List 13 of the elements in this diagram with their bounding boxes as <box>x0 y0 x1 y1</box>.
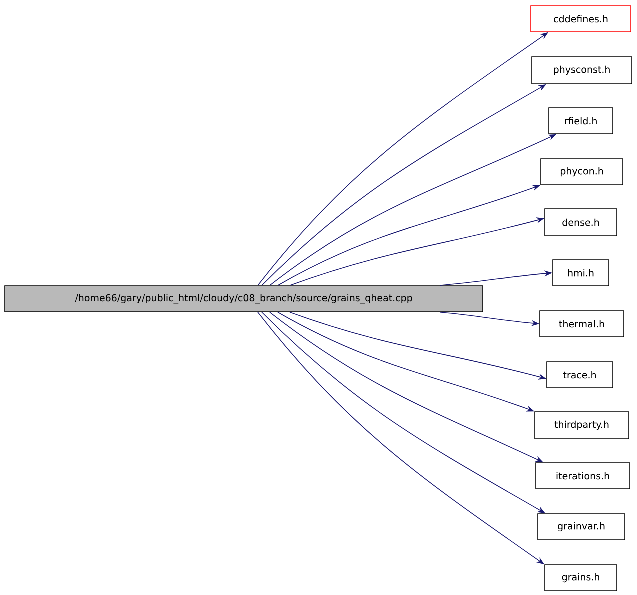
source-file-box: /home66/gary/public_html/cloudy/c08_branch/source/grains_qheat.cpp <box>4 286 484 312</box>
file-box: grainvar.h <box>538 514 626 540</box>
file-box: cddefines.h <box>530 6 632 32</box>
file-box: dense.h <box>544 208 618 236</box>
file-box: physconst.h <box>532 56 632 84</box>
file-box: trace.h <box>546 362 614 388</box>
file-box: phycon.h <box>540 158 624 186</box>
file-box: rfield.h <box>548 108 614 134</box>
file-box: thermal.h <box>540 310 624 338</box>
file-box: hmi.h <box>552 260 610 286</box>
file-box: grains.h <box>544 564 618 592</box>
file-box: thirdparty.h <box>534 412 630 440</box>
file-box: iterations.h <box>536 462 630 490</box>
